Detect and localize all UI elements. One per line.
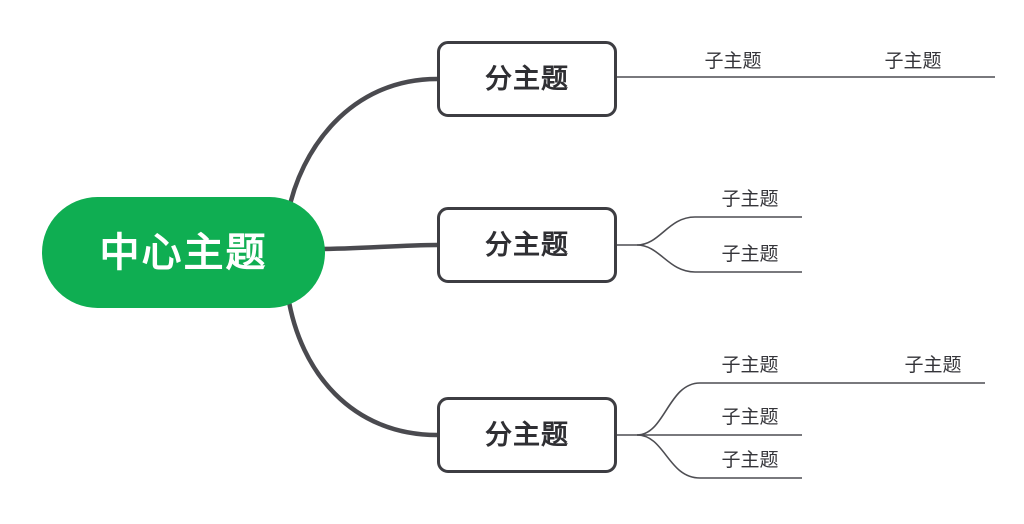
subtopic-label[interactable]: 子主题 [721, 189, 779, 210]
subtopic-label[interactable]: 子主题 [721, 450, 779, 471]
subtopic-child-label[interactable]: 子主题 [884, 51, 942, 72]
branch-topic-node[interactable]: 分主题 [437, 397, 617, 473]
subtopic-label[interactable]: 子主题 [721, 407, 779, 428]
branch-topic-node[interactable]: 分主题 [437, 207, 617, 283]
branch-topic-label: 分主题 [485, 229, 569, 260]
branch-topic-label: 分主题 [485, 419, 569, 450]
subtopic-child-label[interactable]: 子主题 [904, 355, 962, 376]
leaf-connector-b1-s1 [636, 244, 802, 273]
main-connector-top [285, 76, 440, 217]
main-connector-bottom [285, 293, 440, 438]
leaf-connector-b1-s0 [636, 216, 802, 246]
central-topic-node[interactable]: 中心主题 [42, 197, 325, 308]
branch-topic-node[interactable]: 分主题 [437, 41, 617, 117]
subtopic-label[interactable]: 子主题 [721, 244, 779, 265]
subtopic-label[interactable]: 子主题 [721, 355, 779, 376]
leaf-connector-b2-s2 [636, 434, 802, 479]
leaf-connector-b2-s0 [636, 382, 830, 436]
branch-topic-label: 分主题 [485, 63, 569, 94]
main-connector-middle [315, 242, 440, 252]
central-topic-label: 中心主题 [99, 230, 268, 275]
subtopic-label[interactable]: 子主题 [704, 51, 762, 72]
